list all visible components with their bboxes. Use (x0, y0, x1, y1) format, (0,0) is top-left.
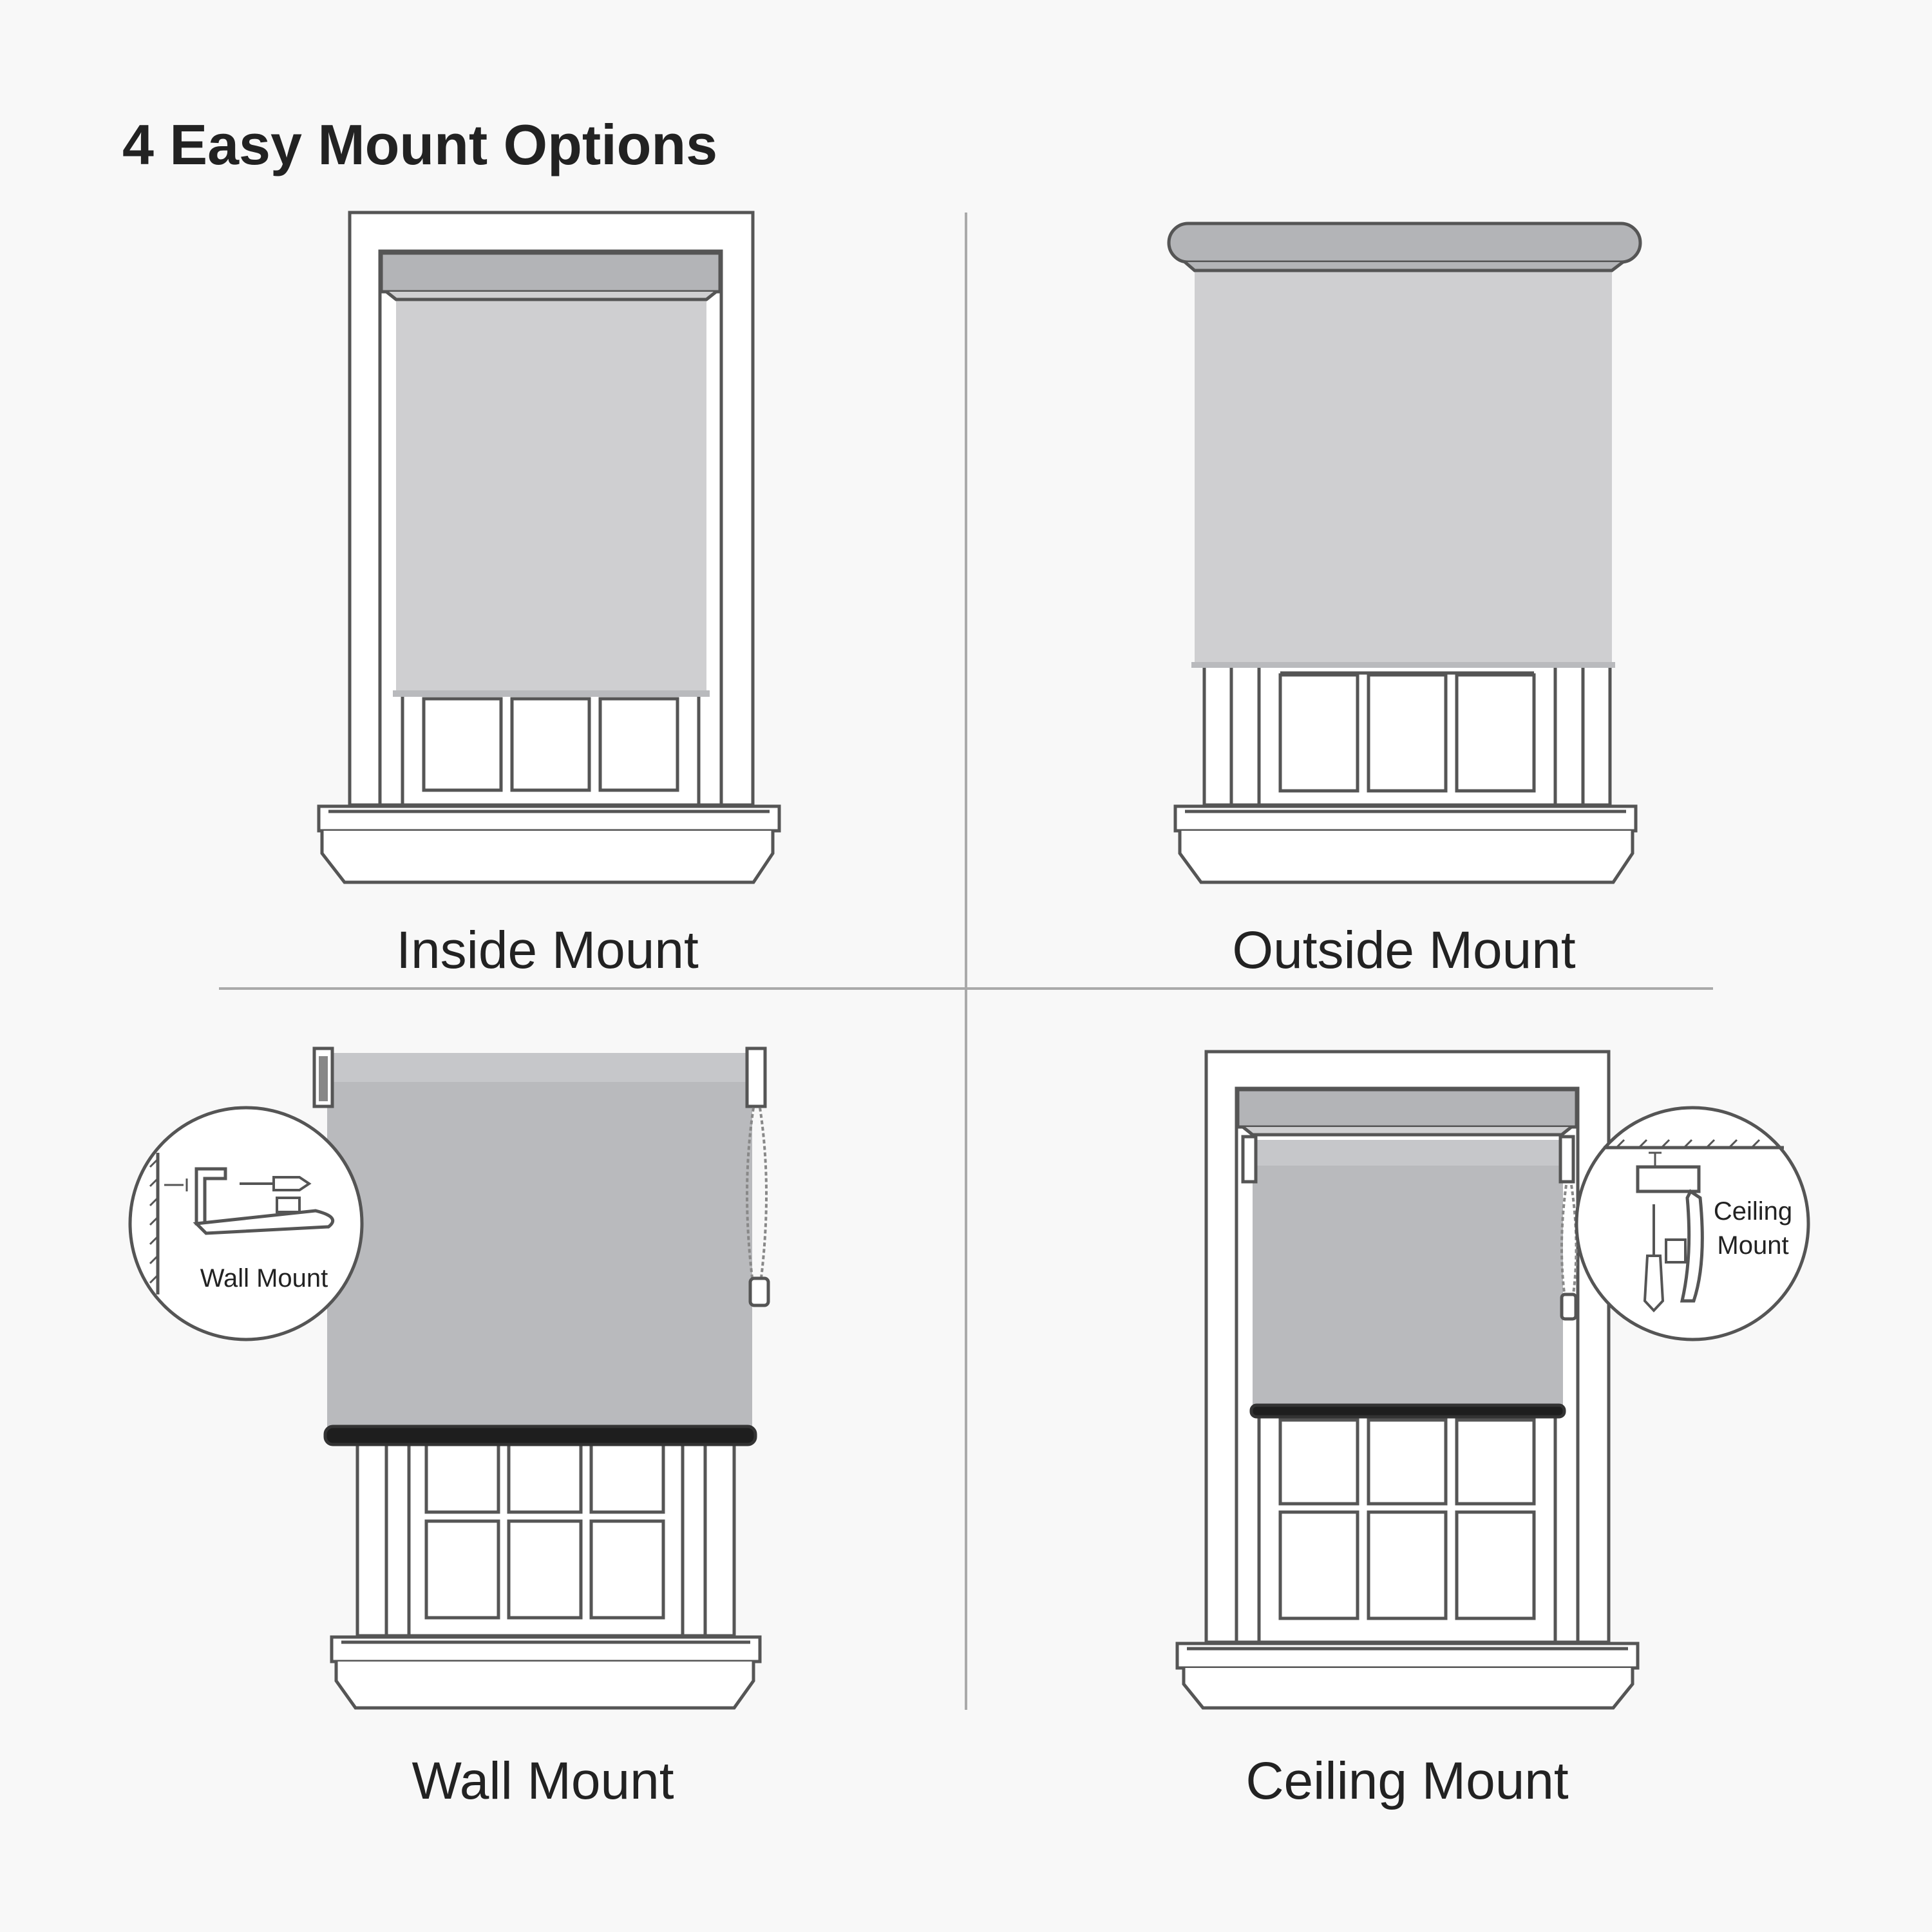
valance-lip (1242, 1126, 1573, 1137)
window-pane (1367, 673, 1448, 793)
chain-weight (748, 1276, 770, 1307)
ceiling-mount-callout-label-line1: Ceiling (1714, 1197, 1792, 1226)
wall-hatch (149, 1158, 159, 1284)
right-bracket (1558, 1135, 1575, 1184)
pull-chain (1570, 1184, 1578, 1308)
roller-shade (1253, 1140, 1563, 1407)
screw-icon (164, 1179, 188, 1191)
sill-apron (1182, 1668, 1634, 1710)
bracket-icon (1636, 1165, 1701, 1193)
left-bracket (1241, 1135, 1258, 1184)
window-frame-inner (384, 1415, 707, 1638)
pull-chain (759, 1107, 768, 1289)
shade-bottom-bar (323, 1425, 757, 1446)
window-pane (598, 697, 679, 792)
ceiling-mount-callout-label-line2: Mount (1717, 1231, 1788, 1260)
shade-valance (379, 251, 722, 294)
roller-shade (1195, 264, 1612, 663)
shade-bottom-bar (1249, 1403, 1566, 1419)
right-bracket (745, 1046, 767, 1108)
shade-valance (1236, 1088, 1578, 1129)
roller-shade (327, 1053, 752, 1426)
bracket-arm-icon (1680, 1189, 1704, 1303)
ceiling-mount-label: Ceiling Mount (1245, 1752, 1569, 1810)
window-pane (1278, 1418, 1359, 1506)
window-pane (1367, 1418, 1448, 1506)
outside-mount-label: Outside Mount (1232, 921, 1575, 980)
bracket-base-icon (193, 1209, 335, 1235)
wall-mount-callout-label: Wall Mount (200, 1264, 328, 1293)
shade-bottom-bar (1191, 662, 1615, 668)
bracket-clip-icon (276, 1197, 301, 1213)
screwdriver-icon (1643, 1204, 1665, 1312)
sill-apron (320, 831, 775, 884)
window-pane (1278, 1510, 1359, 1620)
window-pane (1367, 1510, 1448, 1620)
valance-lip (385, 290, 717, 301)
cornice-lip (1184, 261, 1624, 272)
window-pane (422, 697, 503, 792)
page-title: 4 Easy Mount Options (122, 113, 717, 176)
pull-chain (746, 1107, 758, 1298)
pull-chain (1560, 1184, 1567, 1308)
roller-shade (396, 293, 706, 692)
ceiling-hatch (1615, 1139, 1761, 1149)
bracket-clip-icon (1665, 1238, 1687, 1264)
ceiling-mount-illustration (1175, 1050, 1810, 1710)
outside-mount-illustration (1167, 222, 1642, 884)
sill-apron (334, 1662, 755, 1710)
inside-mount-label: Inside Mount (396, 921, 699, 980)
window-pane (424, 1519, 500, 1620)
window-pane (507, 1519, 583, 1620)
left-bracket-gear (319, 1056, 328, 1101)
shade-roll-highlight (327, 1053, 752, 1082)
window-pane (1278, 673, 1359, 793)
window-pane (589, 1519, 665, 1620)
shade-bottom-bar (393, 690, 710, 697)
window-pane (510, 697, 591, 792)
screwdriver-icon (240, 1176, 312, 1191)
inside-mount-illustration (317, 211, 781, 884)
shade-cornice (1167, 222, 1642, 264)
wall-mount-label: Wall Mount (412, 1752, 674, 1810)
window-pane (1455, 1418, 1536, 1506)
window-frame-inner (1229, 642, 1585, 807)
window-pane (1455, 1510, 1536, 1620)
window-pane (1455, 673, 1536, 793)
wall-mount-illustration (128, 1046, 770, 1710)
shade-roll-highlight (1253, 1140, 1563, 1166)
sill-apron (1178, 831, 1634, 884)
chain-weight (1560, 1293, 1578, 1321)
